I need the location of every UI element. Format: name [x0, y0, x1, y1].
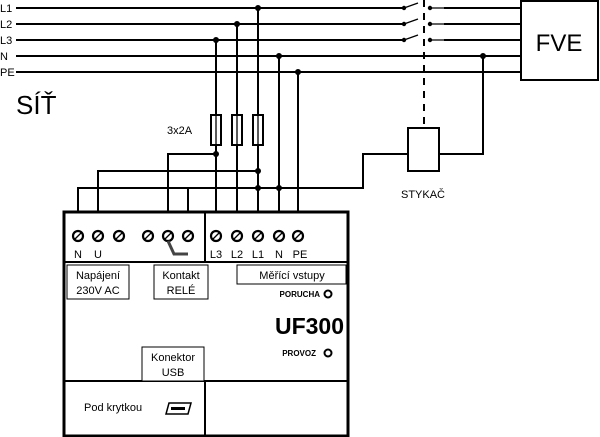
left-terminal-block: N U	[71, 229, 195, 261]
grid-line-label-l2: L2	[0, 19, 12, 31]
terminal-label-pe: PE	[293, 249, 308, 261]
terminal-label-u: U	[94, 249, 102, 261]
inputs-label: Měřící vstupy	[259, 270, 325, 282]
pv-box	[520, 0, 599, 81]
relay-label-line2: RELÉ	[167, 284, 196, 297]
contactor-main-contacts	[390, 2, 522, 46]
relay-label-box	[153, 264, 209, 300]
operation-led	[323, 348, 333, 358]
power-label-line2: 230V AC	[76, 285, 119, 297]
grid-line-labels: L1 L2 L3 N PE	[0, 3, 15, 79]
power-label-box	[66, 264, 130, 300]
usb-label-line2: USB	[162, 367, 185, 379]
usb-label-box	[141, 346, 205, 382]
terminal-label-n: N	[74, 249, 82, 261]
uf300-device	[62, 210, 350, 437]
relay-label-line1: Kontakt	[162, 270, 199, 282]
grid-line-label-l1: L1	[0, 3, 12, 15]
fuse-label: 3x2A	[167, 125, 193, 137]
inputs-label-box	[236, 264, 347, 285]
grid-line-label-l3: L3	[0, 35, 12, 47]
usb-label-line1: Konektor	[151, 352, 195, 364]
fault-led	[323, 289, 333, 299]
contactor-coil	[407, 127, 440, 172]
coil-wiring	[255, 53, 486, 191]
relay-contact-symbol	[166, 240, 188, 256]
terminal-label-l1: L1	[252, 249, 264, 261]
fuses	[210, 114, 264, 146]
fault-label: PORUCHA	[280, 290, 321, 299]
operation-label: PROVOZ	[282, 349, 316, 358]
pv-label: FVE	[536, 30, 583, 57]
grid-label: SÍŤ	[16, 90, 57, 120]
terminal-label-l2: L2	[231, 249, 243, 261]
usb-connector-icon	[165, 402, 192, 415]
right-terminal-block: L3 L2 L1 N PE	[210, 229, 308, 261]
cover-label: Pod krytkou	[84, 402, 142, 414]
grid-line-label-pe: PE	[0, 67, 15, 79]
device-model: UF300	[275, 313, 344, 339]
terminal-label-n-input: N	[275, 249, 283, 261]
terminal-label-l3: L3	[210, 249, 222, 261]
grid-line-label-n: N	[0, 51, 8, 63]
power-label-line1: Napájení	[76, 270, 120, 282]
contactor-label: STYKAČ	[401, 188, 445, 201]
